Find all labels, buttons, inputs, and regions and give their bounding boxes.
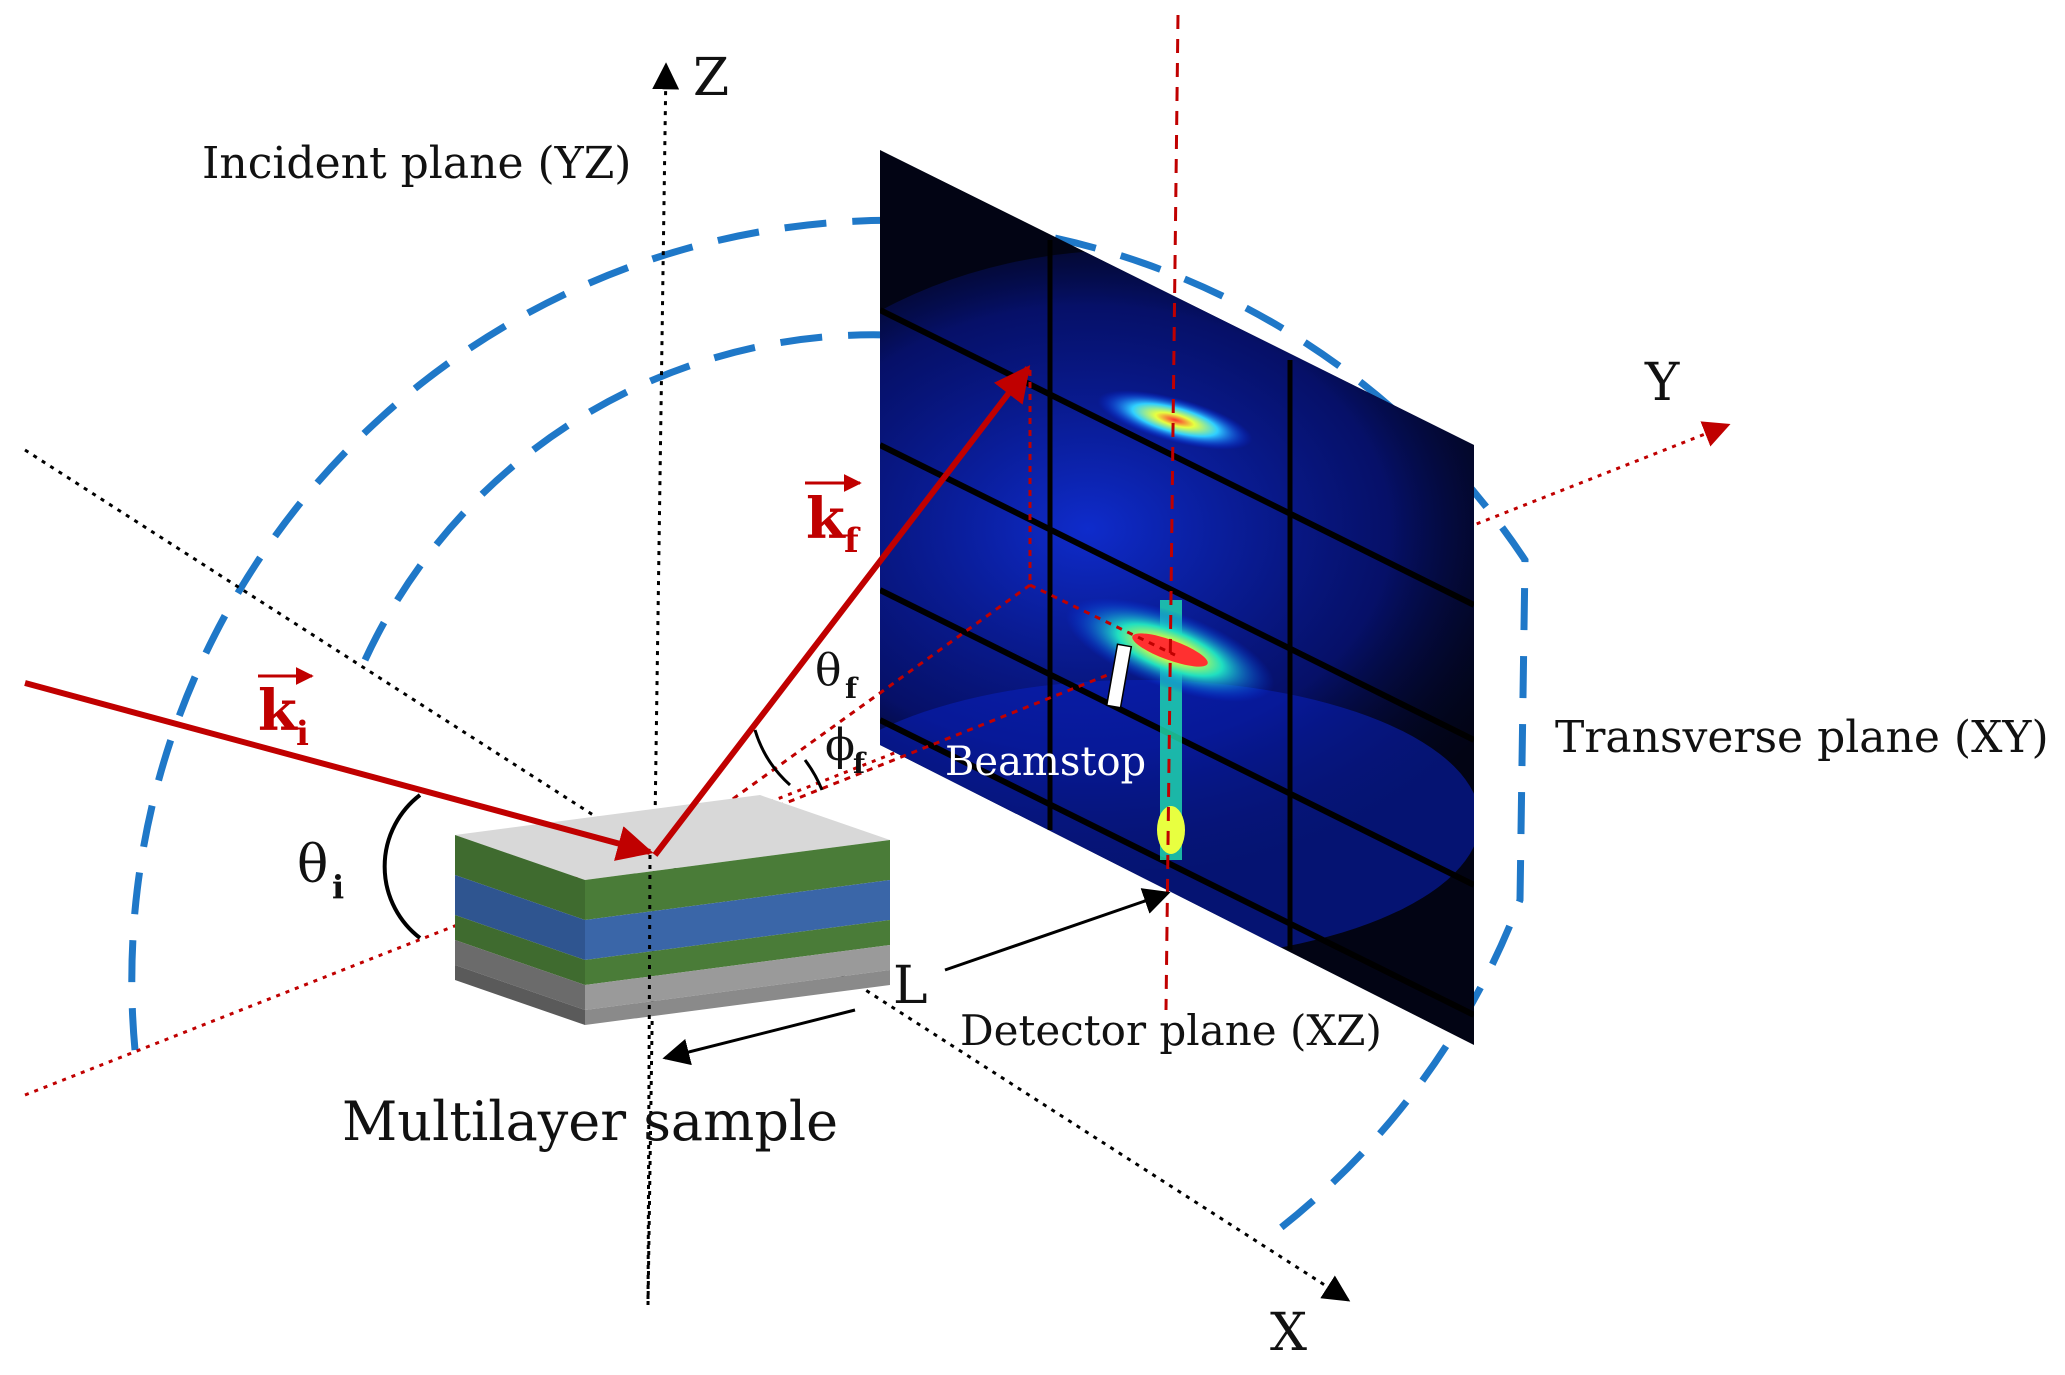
z-axis: [646, 62, 680, 1306]
svg-text:θ: θ: [297, 835, 328, 895]
x-axis-label: X: [1270, 1303, 1307, 1363]
x-axis: [24, 448, 1351, 1302]
svg-text:i: i: [332, 868, 344, 906]
inner-circle-arc: [361, 331, 891, 662]
distance-arrow-right: [944, 888, 1171, 972]
theta-i-arc: [382, 793, 422, 940]
svg-text:f: f: [845, 672, 859, 705]
svg-text:f: f: [853, 747, 867, 780]
kf-label: k f: [805, 474, 862, 561]
z-axis-label: Z: [693, 48, 729, 108]
distance-label: L: [893, 956, 928, 1016]
incident-plane-label: Incident plane (YZ): [202, 138, 631, 189]
theta-f-arc: [753, 729, 791, 787]
incident-beam: [24, 680, 654, 861]
theta-i-label: θ i: [297, 835, 344, 906]
distance-arrow-left: [662, 1008, 856, 1066]
svg-text:k: k: [806, 486, 846, 552]
beamstop: [1105, 643, 1133, 709]
theta-f-label: θ f: [815, 645, 859, 705]
svg-text:i: i: [296, 714, 309, 754]
bragg-peak-top: [1097, 390, 1253, 450]
detector-plane-label: Detector plane (XZ): [960, 1006, 1382, 1055]
scattered-beam: [652, 365, 1031, 857]
transverse-plane-label: Transverse plane (XY): [1555, 712, 2049, 763]
multilayer-sample: [455, 795, 890, 1025]
detector-vertical-line: [1164, 14, 1180, 1011]
phi-f-arc: [803, 759, 824, 791]
svg-text:ϕ: ϕ: [825, 720, 855, 771]
kf-projection-horizontal: [1029, 583, 1176, 657]
svg-text:θ: θ: [815, 645, 842, 696]
multilayer-sample-label: Multilayer sample: [342, 1090, 838, 1153]
ki-label: k i: [258, 667, 314, 754]
y-axis-label: Y: [1644, 353, 1680, 413]
phi-f-label: ϕ f: [825, 720, 867, 780]
svg-text:f: f: [844, 521, 861, 561]
beamstop-label: Beamstop: [945, 739, 1146, 785]
svg-text:k: k: [258, 678, 298, 744]
